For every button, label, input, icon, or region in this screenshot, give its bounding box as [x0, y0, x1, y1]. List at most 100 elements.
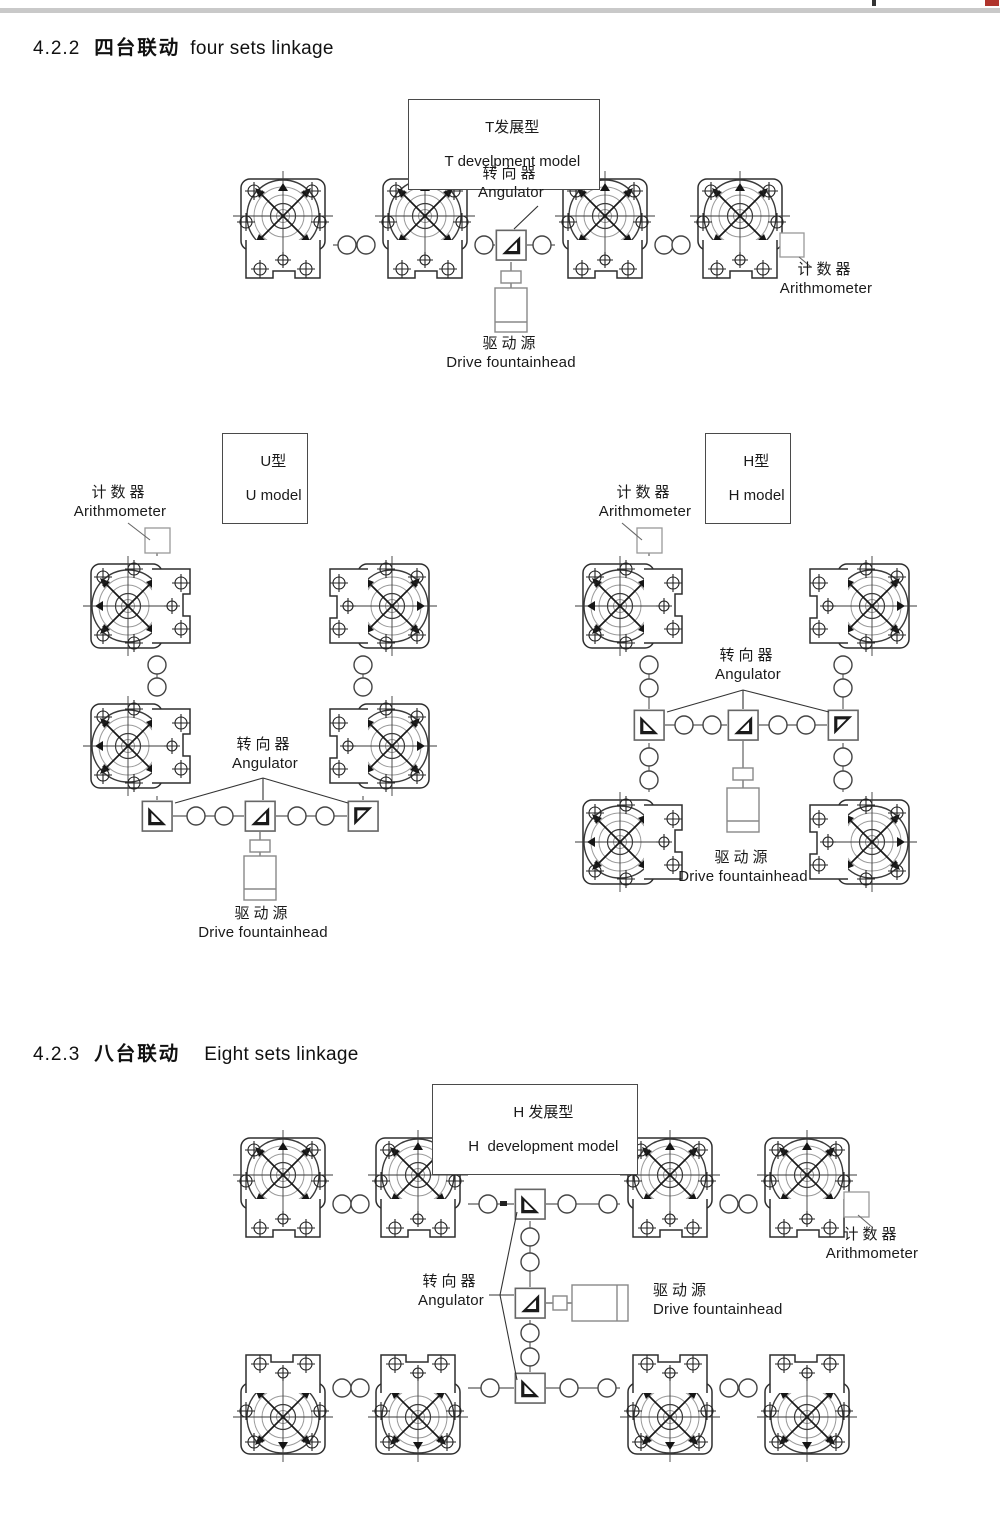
- section-title-zh: 八台联动: [94, 1043, 181, 1065]
- coupling-icon: [768, 715, 788, 735]
- drive-label-en: Drive fountainhead: [653, 1301, 783, 1318]
- angulator-icon: [495, 229, 527, 261]
- gearbox-unit-icon: [809, 555, 918, 657]
- coupling-icon: [315, 806, 335, 826]
- arithmometer-icon: [779, 232, 805, 258]
- angulator-label-zh: 转向器: [719, 647, 777, 664]
- gearbox-unit-icon: [329, 555, 438, 657]
- coupling-icon: [738, 1194, 758, 1214]
- coupling-icon: [520, 1347, 540, 1367]
- gearbox-unit-icon: [232, 1354, 334, 1463]
- coupling-icon: [557, 1194, 577, 1214]
- section-title-en: four sets linkage: [190, 38, 334, 59]
- h-model-title-box: H型 H model: [705, 433, 791, 524]
- coupling-icon: [719, 1194, 739, 1214]
- arithmometer-icon: [636, 527, 663, 554]
- drive-motor-icon: [494, 270, 528, 333]
- t-model-diagram: [232, 170, 812, 333]
- angulator-label: 转向器 Angulator: [195, 735, 335, 773]
- gearbox-unit-icon: [367, 1354, 469, 1463]
- gearbox-unit-icon: [82, 695, 191, 797]
- coupling-icon: [671, 235, 691, 255]
- drive-label-en: Drive fountainhead: [678, 868, 808, 885]
- angulator-label-zh: 转向器: [482, 165, 540, 182]
- model-name-en: H model: [728, 487, 785, 504]
- arithmometer-icon: [843, 1191, 870, 1218]
- arithmometer-label: 计数器 Arithmometer: [756, 260, 896, 298]
- coupling-icon: [350, 1194, 370, 1214]
- model-name-zh: H 发展型: [513, 1104, 574, 1121]
- arithmometer-label: 计数器 Arithmometer: [575, 483, 715, 521]
- gearbox-unit-icon: [82, 555, 191, 657]
- coupling-icon: [214, 806, 234, 826]
- model-name-en: T develpment model: [444, 153, 581, 170]
- drive-label: 驱动源 Drive fountainhead: [653, 1281, 823, 1319]
- arithmometer-label-zh: 计数器: [616, 484, 674, 501]
- model-name-en: U model: [245, 487, 302, 504]
- section-number: 4.2.2: [33, 38, 81, 59]
- red-corner-mark: [985, 0, 999, 6]
- coupling-icon: [478, 1194, 498, 1214]
- arithmometer-icon: [144, 527, 171, 554]
- u-model-title-box: U型 U model: [222, 433, 308, 524]
- drive-label-zh: 驱动源: [714, 849, 772, 866]
- page-top-tick: [872, 0, 876, 6]
- angulator-icon: [514, 1287, 546, 1319]
- coupling-icon: [702, 715, 722, 735]
- coupling-icon: [559, 1378, 579, 1398]
- coupling-icon: [598, 1194, 618, 1214]
- angulator-icon: [244, 800, 276, 832]
- model-name-zh: H型: [743, 453, 770, 470]
- coupling-icon: [597, 1378, 617, 1398]
- arithmometer-label: 计数器 Arithmometer: [802, 1225, 942, 1263]
- leader-line: [857, 1214, 873, 1228]
- leader-line: [489, 1211, 518, 1381]
- gearbox-unit-icon: [232, 170, 334, 279]
- coupling-icon: [833, 655, 853, 675]
- arithmometer-label-zh: 计数器: [91, 484, 149, 501]
- angulator-icon: [141, 800, 173, 832]
- gearbox-unit-icon: [756, 1129, 858, 1238]
- model-name-zh: U型: [260, 453, 287, 470]
- angulator-label-en: Angulator: [417, 1292, 484, 1309]
- coupling-icon: [147, 655, 167, 675]
- angulator-label: 转向器 Angulator: [678, 646, 818, 684]
- drive-label-zh: 驱动源: [653, 1282, 711, 1299]
- angulator-icon: [347, 800, 379, 832]
- arithmometer-label: 计数器 Arithmometer: [50, 483, 190, 521]
- drive-label-en: Drive fountainhead: [198, 924, 328, 941]
- angulator-icon: [727, 709, 759, 741]
- gearbox-unit-icon: [756, 1354, 858, 1463]
- coupling-icon: [353, 677, 373, 697]
- arithmometer-label-en: Arithmometer: [825, 1245, 919, 1262]
- u-model-diagram: [82, 522, 438, 901]
- angulator-icon: [633, 709, 665, 741]
- shaft-key-mark: [500, 1201, 507, 1206]
- model-name-en: H development model: [468, 1138, 619, 1155]
- angulator-icon: [827, 709, 859, 741]
- leader-line: [174, 777, 349, 804]
- coupling-icon: [833, 678, 853, 698]
- gearbox-unit-icon: [574, 555, 683, 657]
- drive-motor-icon: [243, 839, 277, 901]
- coupling-icon: [186, 806, 206, 826]
- drive-label: 驱动源 Drive fountainhead: [431, 334, 591, 372]
- h-model-diagram: [574, 522, 918, 893]
- h-dev-model-title-box: H 发展型 H development model: [432, 1084, 638, 1175]
- coupling-icon: [147, 677, 167, 697]
- coupling-icon: [337, 235, 357, 255]
- coupling-icon: [719, 1378, 739, 1398]
- angulator-label: 转向器 Angulator: [391, 1272, 511, 1310]
- arithmometer-label-en: Arithmometer: [779, 280, 873, 297]
- coupling-icon: [532, 235, 552, 255]
- coupling-icon: [520, 1252, 540, 1272]
- section-title-zh: 四台联动: [94, 37, 181, 59]
- section-title-en: Eight sets linkage: [204, 1044, 359, 1065]
- coupling-icon: [353, 655, 373, 675]
- coupling-icon: [287, 806, 307, 826]
- coupling-icon: [639, 747, 659, 767]
- coupling-icon: [480, 1378, 500, 1398]
- section-heading-422: 4.2.2 四台联动 four sets linkage: [33, 31, 334, 60]
